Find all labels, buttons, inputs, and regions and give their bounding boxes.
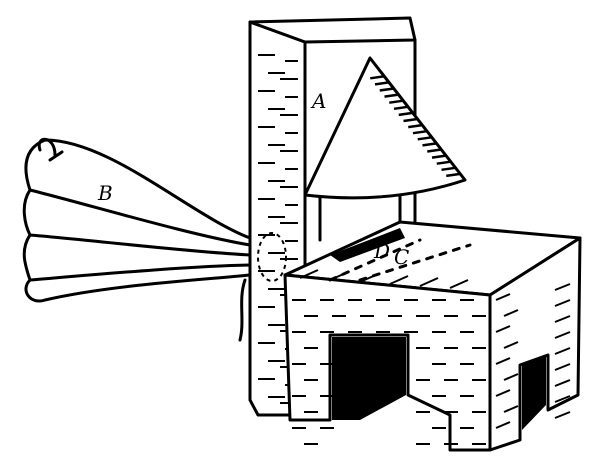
brick-line [495, 421, 511, 429]
brick-line [370, 75, 385, 80]
brick-line [398, 111, 413, 117]
brick-line [299, 269, 319, 279]
brick-line [495, 325, 511, 333]
brick-line [412, 129, 428, 135]
brick-line [554, 379, 571, 387]
brick-line [389, 275, 409, 285]
brick-line [431, 154, 447, 159]
brick-line [554, 395, 571, 403]
brick-line [379, 87, 394, 92]
brick-line [503, 341, 519, 349]
brick-line [417, 136, 432, 141]
brick-line [503, 405, 519, 413]
brick-line [495, 389, 511, 397]
label-d: D [373, 239, 390, 263]
brick-line [374, 81, 390, 86]
forge-hearth [283, 220, 582, 452]
brick-line [419, 277, 439, 287]
brick-line [359, 273, 379, 283]
brick-line [554, 283, 571, 291]
brick-line [389, 99, 404, 104]
brick-line [554, 347, 571, 355]
brick-line [446, 172, 461, 178]
brick-line [495, 357, 511, 365]
brick-line [554, 363, 571, 371]
brick-line [449, 279, 469, 289]
brick-line [427, 148, 442, 153]
label-c: C [394, 245, 409, 269]
brick-line [503, 309, 519, 317]
brick-line [329, 271, 349, 281]
brick-line [554, 299, 571, 307]
brick-line [554, 315, 571, 323]
brick-line [408, 123, 423, 129]
hood-cone [303, 56, 467, 242]
label-a: A [310, 89, 326, 113]
brick-line [495, 293, 511, 301]
chimney [248, 16, 417, 417]
bellows [22, 137, 287, 342]
brick-line [403, 117, 418, 123]
brick-line [384, 93, 399, 98]
label-b: B [97, 181, 113, 205]
brick-line [554, 411, 571, 419]
brick-line [393, 105, 409, 111]
brick-line [554, 331, 571, 339]
brick-line [503, 373, 519, 381]
brick-line [436, 160, 451, 165]
brick-line [441, 166, 456, 172]
brick-line [422, 142, 437, 147]
